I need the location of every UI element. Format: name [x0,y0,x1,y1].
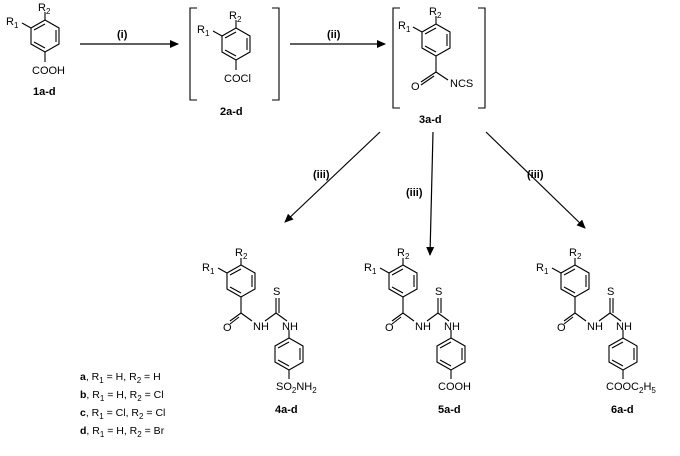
compound-3-structure: R2 R1 O NCS [398,6,473,93]
carbonyl-o-label: O [223,322,232,334]
step-3-label-left: (iii) [313,169,330,181]
cocl-label: COCl [224,73,251,85]
r2-label: R2 [235,247,248,261]
legend-row-a: a, R1 = H, R2 = H [80,371,161,385]
sulfonamide-label: SO2NH2 [276,381,317,395]
arrow-step-3-left [284,131,381,223]
carbonyl-o-label: O [385,322,394,334]
compound-1-label: 1a-d [33,86,56,98]
r2-label: R2 [397,247,410,261]
step-3-label-middle: (iii) [406,187,423,199]
nh-right-label: NH [282,321,298,333]
legend-row-d: d, R1 = H, R2 = Br [80,425,165,439]
compound-4-structure: R2 R1 O NH S NH SO2NH2 [202,247,317,395]
compound-1-structure: R2 R1 COOH [6,2,65,77]
compound-2-bracket [189,7,280,101]
cooh-label: COOH [438,381,471,393]
carbonyl-o-label: O [557,322,566,334]
step-3-label-right: (iii) [527,169,544,181]
ethyl-ester-label: COOC2H5 [606,381,656,395]
r2-label: R2 [429,6,442,20]
legend-row-c: c, R1 = Cl, R2 = Cl [80,407,165,421]
compound-5-structure: R2 R1 O NH S NH COOH [364,247,471,393]
r1-label: R1 [197,24,210,38]
carbonyl-o-label: O [411,81,420,93]
r1-label: R1 [536,262,549,276]
compound-4-label: 4a-d [275,404,298,416]
step-2-label: (ii) [327,29,341,41]
compound-5-label: 5a-d [438,404,461,416]
arrow-step-3-middle [426,131,435,256]
compound-3-label: 3a-d [419,114,442,126]
compound-6-label: 6a-d [611,404,634,416]
compound-2-label: 2a-d [220,106,243,118]
nh-left-label: NH [587,321,603,333]
r1-label: R1 [364,262,377,276]
thione-s-label: S [273,286,280,298]
nh-right-label: NH [444,321,460,333]
compound-3-bracket [392,7,486,109]
r1-label: R1 [202,262,215,276]
nh-left-label: NH [415,321,431,333]
arrow-step-3-right [485,131,586,229]
step-1-label: (i) [117,29,128,41]
substituent-legend: a, R1 = H, R2 = H b, R1 = H, R2 = Cl c, … [80,371,165,439]
r2-label: R2 [229,10,242,24]
ncs-label: NCS [450,78,473,90]
compound-2-structure: R2 R1 COCl [197,10,251,85]
legend-row-b: b, R1 = H, R2 = Cl [80,389,164,403]
r2-label: R2 [569,247,582,261]
nh-right-label: NH [616,321,632,333]
r1-label: R1 [6,16,19,30]
compound-6-structure: R2 R1 O NH S NH COOC2H5 [536,247,656,395]
thione-s-label: S [607,286,614,298]
r2-label: R2 [38,2,51,16]
nh-left-label: NH [253,321,269,333]
thione-s-label: S [435,286,442,298]
cooh-label: COOH [32,65,65,77]
r1-label: R1 [398,20,411,34]
